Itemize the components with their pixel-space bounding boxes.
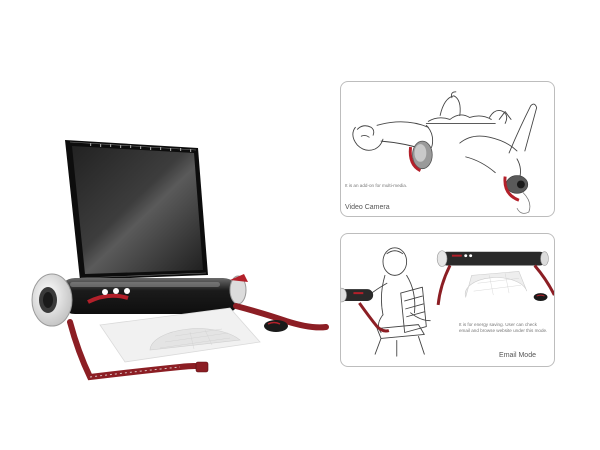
video-camera-sketch	[341, 82, 554, 216]
mouse-device	[264, 320, 288, 332]
rollable-laptop-illustration	[31, 140, 329, 381]
carry-strap-right	[233, 303, 329, 331]
product-render	[30, 130, 330, 410]
email-mode-caption: It is for energy saving. User can check …	[459, 322, 548, 333]
keypad-semicircle	[149, 328, 241, 351]
video-camera-caption: It is an add-on for multi-media.	[345, 183, 408, 188]
video-camera-panel: It is an add-on for multi-media. Video C…	[340, 81, 555, 217]
carry-strap-left	[67, 319, 205, 381]
email-mode-sketch	[341, 234, 554, 366]
video-camera-title: Video Camera	[345, 204, 390, 211]
screen-display	[72, 146, 203, 274]
email-mode-panel: It is for energy saving. User can check …	[340, 233, 555, 367]
email-mode-title: Email Mode	[499, 352, 536, 359]
